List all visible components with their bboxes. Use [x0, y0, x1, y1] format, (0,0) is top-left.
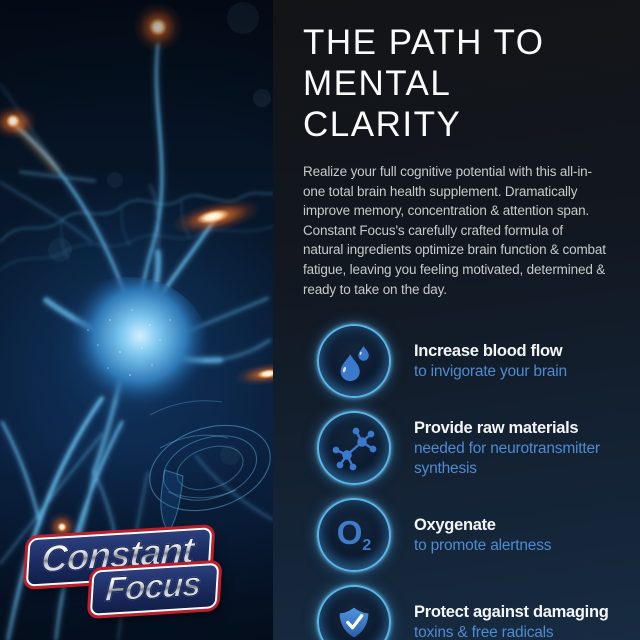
- benefit-title: Increase blood flow: [414, 341, 563, 360]
- benefit-title: Oxygenate: [414, 515, 496, 534]
- benefits-list: Increase blood flow to invigorate your b…: [317, 324, 612, 640]
- benefit-subtitle: needed for neurotransmitter synthesis: [414, 439, 600, 477]
- benefit-text: Protect against damaging toxins & free r…: [414, 602, 612, 640]
- oxygen-o2-icon: O2: [317, 498, 391, 573]
- logo-focus-badge: Focus: [89, 562, 220, 616]
- logo-text-focus: Focus: [104, 564, 205, 609]
- page-title-line2: MENTAL CLARITY: [303, 64, 462, 144]
- content-panel: THE PATH TO MENTAL CLARITY Realize your …: [273, 0, 640, 640]
- benefit-subtitle: to invigorate your brain: [414, 362, 567, 380]
- neuron-image-panel: Constant Focus: [0, 0, 273, 640]
- benefit-item-oxygenate: O2 Oxygenate to promote alertness: [317, 498, 612, 573]
- benefit-text: Increase blood flow to invigorate your b…: [414, 341, 612, 382]
- molecule-icon: [317, 411, 391, 486]
- constant-focus-logo: Constant Focus: [25, 526, 246, 620]
- benefit-text: Oxygenate to promote alertness: [414, 515, 612, 556]
- benefit-item-protect: Protect against damaging toxins & free r…: [317, 585, 612, 640]
- benefit-subtitle: toxins & free radicals: [414, 623, 554, 640]
- benefit-item-blood-flow: Increase blood flow to invigorate your b…: [317, 324, 612, 399]
- shield-check-icon: [317, 585, 391, 640]
- water-drops-icon: [317, 324, 391, 399]
- intro-paragraph: Realize your full cognitive potential wi…: [303, 164, 606, 297]
- benefit-text: Provide raw materials needed for neurotr…: [414, 418, 612, 479]
- benefit-subtitle: to promote alertness: [414, 536, 552, 554]
- neuron-brain-artwork: [0, 0, 273, 640]
- page-title-line1: THE PATH TO: [303, 23, 545, 62]
- benefit-title: Protect against damaging: [414, 602, 609, 621]
- o2-symbol: O2: [336, 514, 372, 555]
- page-title: THE PATH TO MENTAL CLARITY: [303, 22, 612, 145]
- benefit-item-raw-materials: Provide raw materials needed for neurotr…: [317, 411, 612, 486]
- benefit-title: Provide raw materials: [414, 418, 579, 437]
